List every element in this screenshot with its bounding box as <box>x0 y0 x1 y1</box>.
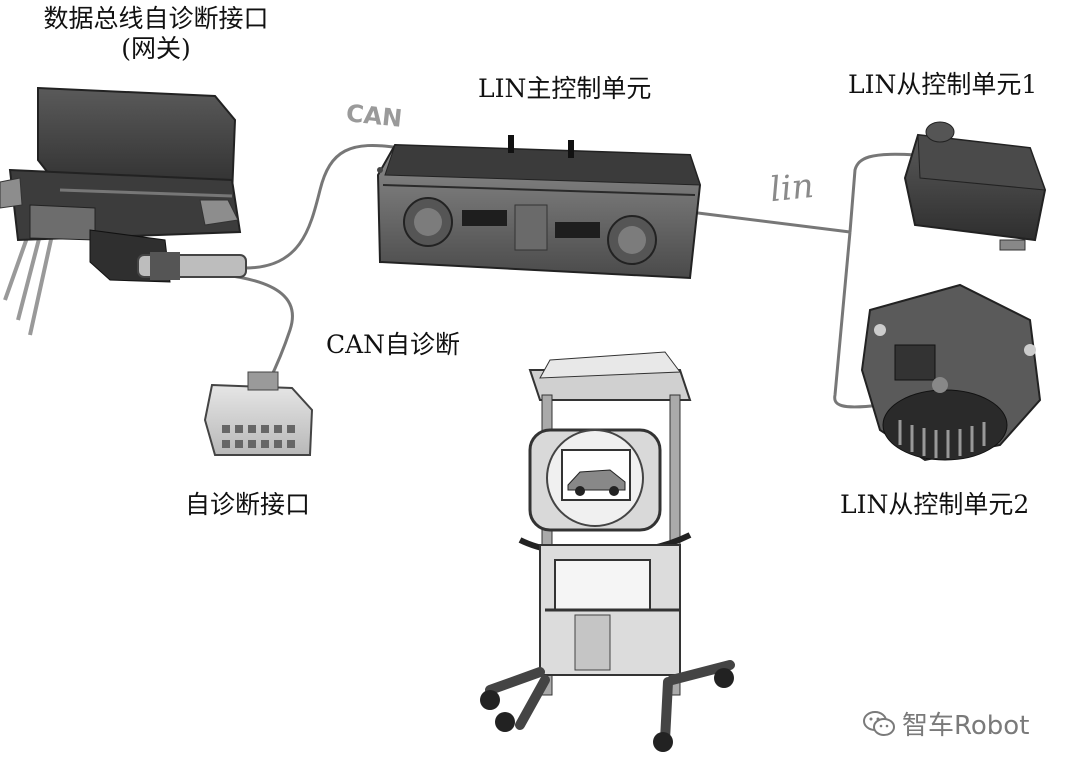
gateway-module <box>0 86 247 283</box>
watermark: 智车Robot <box>862 705 1029 742</box>
label-lin-master: LIN主控制单元 <box>478 74 652 103</box>
label-can-selfdiag: CAN自诊断 <box>326 330 461 359</box>
gateway-harness <box>3 234 54 336</box>
label-gateway-line2: (网关) <box>121 34 191 63</box>
bus-label-can: CAN <box>344 99 404 133</box>
bus-label-lin: lin <box>768 165 816 211</box>
diag-port-connector <box>203 371 314 456</box>
label-diag-port: 自诊断接口 <box>185 490 311 519</box>
label-gateway: 数据总线自诊断接口 (网关) <box>12 4 300 64</box>
lin-slave2-unit <box>860 283 1042 462</box>
label-lin-slave1: LIN从控制单元1 <box>848 70 1038 99</box>
wechat-icon <box>863 710 895 736</box>
lin-slave1-wire <box>848 152 916 233</box>
watermark-text: 智车Robot <box>902 711 1030 741</box>
lin-slave1-unit <box>903 121 1047 251</box>
lin-bus-wire <box>689 210 851 234</box>
lin-master-unit <box>376 135 702 280</box>
label-gateway-line1: 数据总线自诊断接口 <box>43 4 269 33</box>
label-lin-slave2: LIN从控制单元2 <box>840 490 1030 519</box>
lin-slave2-wire <box>833 231 881 409</box>
can-bus-wire <box>244 143 401 270</box>
wiring <box>3 143 916 409</box>
diagnostic-tester-cart <box>480 351 735 752</box>
